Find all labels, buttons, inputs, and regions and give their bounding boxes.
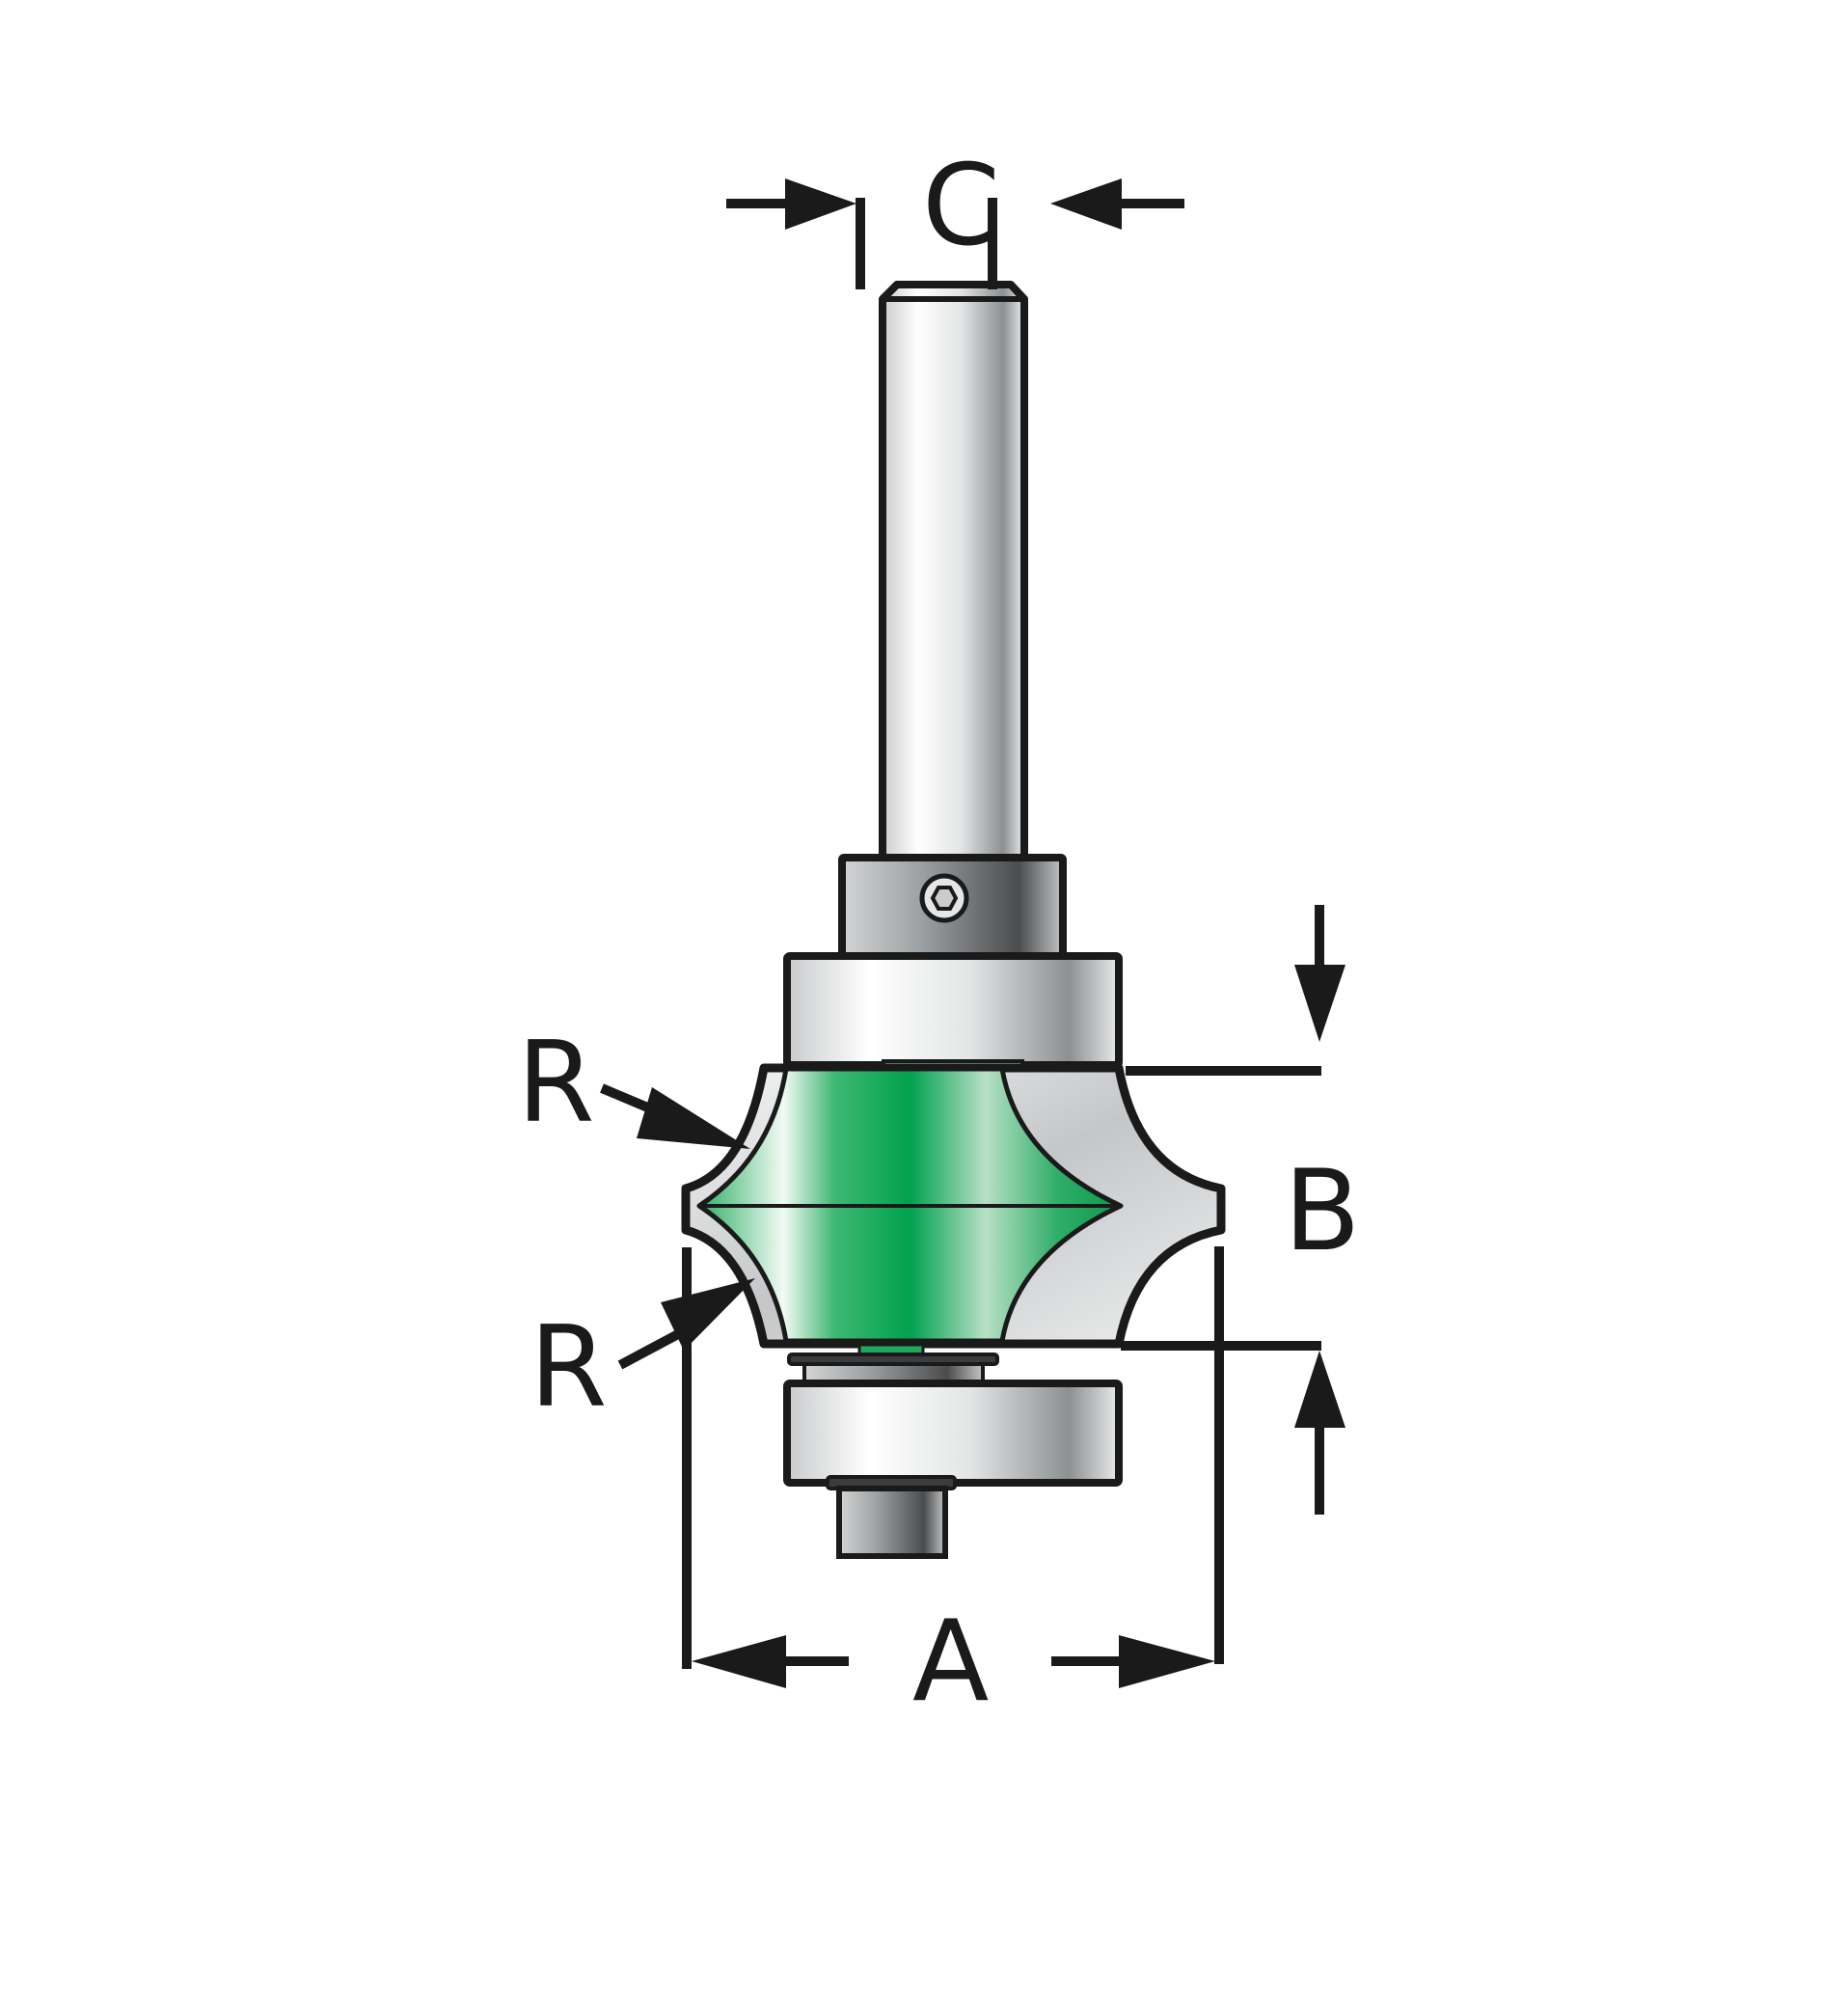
radius-callout-top: R [517,1018,750,1149]
label-r-bottom: R [530,1302,608,1433]
lower-bearing [783,1343,1123,1487]
locking-collar [838,854,1067,962]
label-c: C [922,141,1000,271]
dimension-a: A [682,1246,1224,1727]
cutter-body [681,1063,1226,1349]
dimension-c: C [726,141,1184,289]
radius-callout-bottom: R [530,1278,755,1433]
label-b: B [1284,1146,1361,1276]
hex-set-screw-icon [919,873,969,923]
upper-bearing [783,952,1123,1073]
label-r-top: R [517,1018,595,1148]
label-a: A [912,1597,989,1727]
pilot-screw [826,1475,957,1559]
shank [879,281,1028,863]
